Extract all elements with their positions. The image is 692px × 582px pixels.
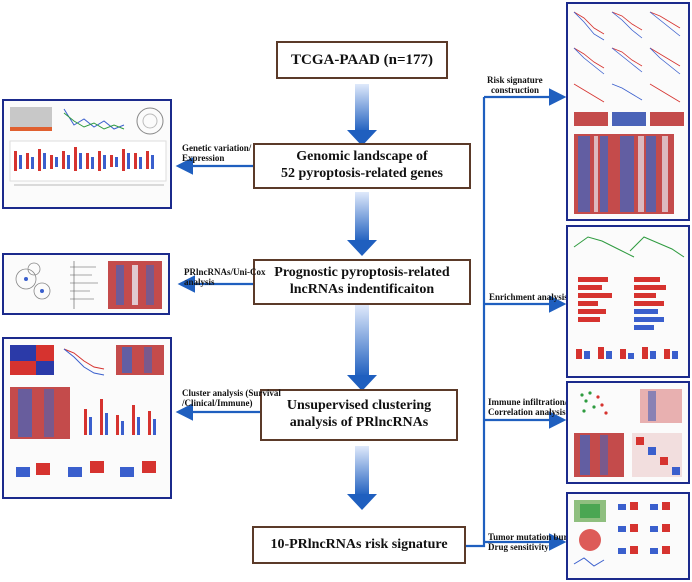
trunk-line — [466, 97, 486, 548]
cluster-figure-panel — [2, 337, 172, 499]
enrichment-figure-panel — [566, 225, 690, 378]
prlnc-unicox-label: PRlncRNAs/Uni-Cox analysis — [184, 267, 266, 288]
tmb-line-2: Drug sensitivity — [488, 542, 549, 553]
cluster-analysis-label: Cluster analysis (Survival /Clinical/Imm… — [182, 388, 281, 409]
clustering-line-1: Unsupervised clustering — [286, 398, 432, 414]
genomic-landscape-line-1: Genomic landscape of — [296, 149, 428, 165]
genomic-landscape-line-2: 52 pyroptosis-related genes — [280, 166, 444, 181]
risk-signature-box: 10-PRlncRNAs risk signature — [252, 526, 466, 564]
cohort-label: TCGA-PAAD (n=177) — [290, 52, 433, 68]
tmb-line-1: Tumor mutation burden/ — [488, 532, 585, 542]
cluster-analysis-line-2: /Clinical/Immune) — [182, 398, 253, 409]
risk-construction-thumbnail — [573, 11, 684, 214]
genetic-variation-label: Genetic variation/ Expression — [182, 143, 251, 164]
genetic-variation-line-2: Expression — [182, 153, 225, 164]
risk-construction-line-1: Risk signature — [487, 75, 543, 85]
risk-construction-label: Risk signature construction — [487, 75, 543, 96]
down-arrow-2 — [347, 192, 377, 256]
clustering-line-2: analysis of PRlncRNAs — [289, 415, 429, 430]
prlnc-unicox-line-1: PRlncRNAs/Uni-Cox — [184, 267, 266, 277]
tmb-label: Tumor mutation burden/ Drug sensitivity — [488, 532, 584, 553]
cohort-box: TCGA-PAAD (n=177) — [276, 41, 448, 79]
clustering-box: Unsupervised clustering analysis of PRln… — [260, 389, 458, 441]
risk-construction-line-2: construction — [491, 85, 539, 96]
enrichment-line: Enrichment analysis — [489, 292, 568, 302]
prlnc-unicox-line-2: analysis — [184, 277, 215, 288]
genomic-landscape-thumbnail — [9, 107, 167, 186]
down-arrow-3 — [347, 305, 377, 391]
genomic-landscape-figure-panel — [2, 99, 172, 209]
prognostic-box: Prognostic pyroptosis-related lncRNAs in… — [253, 259, 471, 305]
prognostic-figure-panel — [2, 253, 170, 315]
down-arrow-1 — [347, 84, 377, 146]
genetic-variation-line-1: Genetic variation/ — [182, 143, 252, 153]
enrichment-thumbnail — [573, 236, 685, 359]
tmb-figure-panel — [566, 492, 690, 580]
genomic-landscape-box: Genomic landscape of 52 pyroptosis-relat… — [253, 143, 471, 189]
immune-figure-panel — [566, 381, 690, 484]
immune-thumbnail — [574, 389, 682, 477]
tmb-thumbnail — [573, 500, 670, 567]
prognostic-line-2: lncRNAs indentificaiton — [289, 282, 435, 297]
risk-signature-label: 10-PRlncRNAs risk signature — [270, 536, 448, 552]
down-arrow-4 — [347, 446, 377, 510]
cluster-analysis-line-1: Cluster analysis (Survival — [182, 388, 281, 398]
enrichment-label: Enrichment analysis — [489, 292, 568, 302]
immune-line-1: Immune infiltration/ — [488, 397, 568, 407]
prognostic-thumbnail — [15, 261, 162, 309]
cluster-thumbnail — [10, 345, 164, 477]
immune-line-2: Correlation analysis — [488, 407, 566, 418]
immune-label: Immune infiltration/ Correlation analysi… — [488, 397, 567, 418]
risk-construction-figure-panel — [566, 2, 690, 221]
prognostic-line-1: Prognostic pyroptosis-related — [274, 265, 450, 281]
